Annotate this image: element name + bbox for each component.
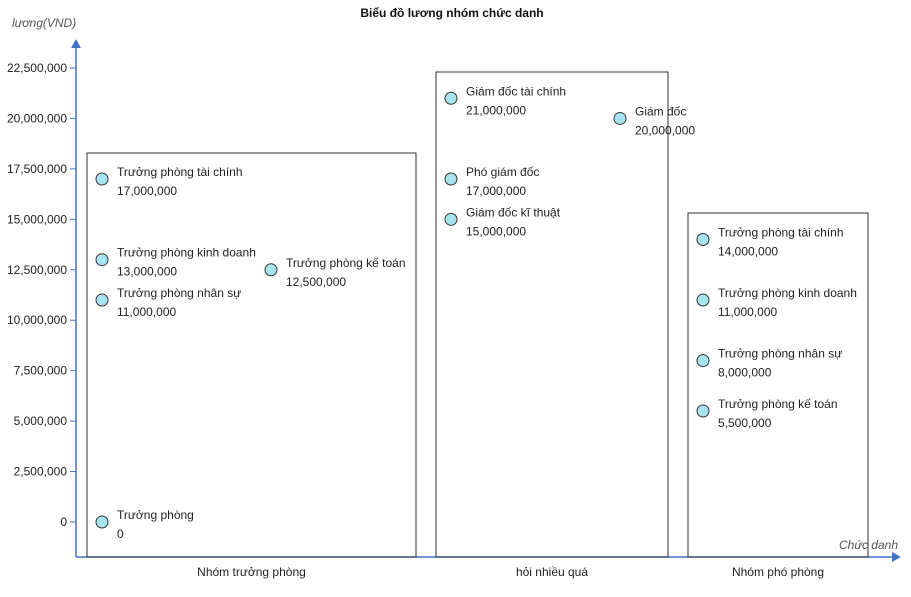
y-axis-arrow [71, 39, 81, 48]
x-category-label: Nhóm phó phòng [732, 565, 824, 579]
data-point-value: 8,000,000 [718, 366, 772, 380]
y-tick-label: 22,500,000 [7, 61, 67, 75]
y-tick-label: 10,000,000 [7, 313, 67, 327]
data-point-value: 5,500,000 [718, 416, 772, 430]
data-point-value: 17,000,000 [117, 184, 177, 198]
x-category-label: Nhóm trưởng phòng [197, 565, 306, 579]
y-tick-label: 0 [60, 515, 67, 529]
data-point-value: 13,000,000 [117, 265, 177, 279]
data-point [95, 515, 109, 529]
data-point [264, 263, 278, 277]
data-point-label: Giám đốc [635, 104, 686, 118]
y-tick-label: 7,500,000 [14, 364, 68, 378]
data-point-label: Trưởng phòng nhân sự [117, 286, 241, 300]
data-point [696, 354, 710, 368]
data-point [444, 212, 458, 226]
data-point-label: Trưởng phòng nhân sự [718, 347, 842, 361]
data-point-value: 15,000,000 [466, 224, 526, 238]
data-point-value: 0 [117, 527, 124, 541]
data-point-label: Trưởng phòng tài chính [718, 226, 844, 240]
data-point-label: Phó giám đốc [466, 165, 539, 179]
data-point-value: 11,000,000 [117, 305, 176, 319]
data-point-value: 12,500,000 [286, 275, 346, 289]
data-point-value: 14,000,000 [718, 245, 778, 259]
data-point [696, 404, 710, 418]
group-box [687, 212, 869, 558]
data-point-label: Trưởng phòng [117, 508, 194, 522]
data-point [696, 293, 710, 307]
y-tick-label: 17,500,000 [7, 162, 67, 176]
data-point [95, 253, 109, 267]
x-axis-arrow [892, 552, 901, 562]
data-point-label: Trưởng phòng kế toán [718, 397, 838, 411]
chart-title: Biểu đồ lương nhóm chức danh [360, 6, 543, 20]
data-point [696, 233, 710, 247]
y-axis-ticks: 0 2,500,000 5,000,000 7,500,000 10,000,000 12… [7, 61, 76, 529]
data-point [444, 91, 458, 105]
data-point-value: 20,000,000 [635, 123, 695, 137]
x-category-label: hỏi nhiều quá [516, 565, 588, 579]
data-point-value: 17,000,000 [466, 184, 526, 198]
data-point-label: Trưởng phòng kinh doanh [117, 246, 256, 260]
y-tick-label: 15,000,000 [7, 212, 67, 226]
data-point-label: Trưởng phòng kế toán [286, 256, 406, 270]
y-tick-label: 12,500,000 [7, 263, 67, 277]
group-box [86, 152, 417, 558]
data-point [95, 172, 109, 186]
x-axis-title: Chức danh [839, 538, 898, 552]
y-tick-label: 20,000,000 [7, 111, 67, 125]
group-box [435, 71, 669, 558]
data-point-label: Giám đốc kĩ thuật [466, 205, 561, 219]
y-axis-title: lương(VND) [12, 16, 76, 30]
data-point-label: Giám đốc tài chính [466, 84, 566, 98]
data-point [95, 293, 109, 307]
data-point-value: 11,000,000 [718, 305, 777, 319]
data-point-value: 21,000,000 [466, 103, 526, 117]
data-point-label: Trưởng phòng tài chính [117, 165, 243, 179]
data-point [444, 172, 458, 186]
chart-groups: Nhóm trưởng phòng Trưởng phòng tài chính 1… [86, 71, 869, 579]
data-point [613, 111, 627, 125]
y-tick-label: 2,500,000 [14, 465, 68, 479]
y-tick-label: 5,000,000 [14, 414, 68, 428]
data-point-label: Trưởng phòng kinh doanh [718, 286, 857, 300]
